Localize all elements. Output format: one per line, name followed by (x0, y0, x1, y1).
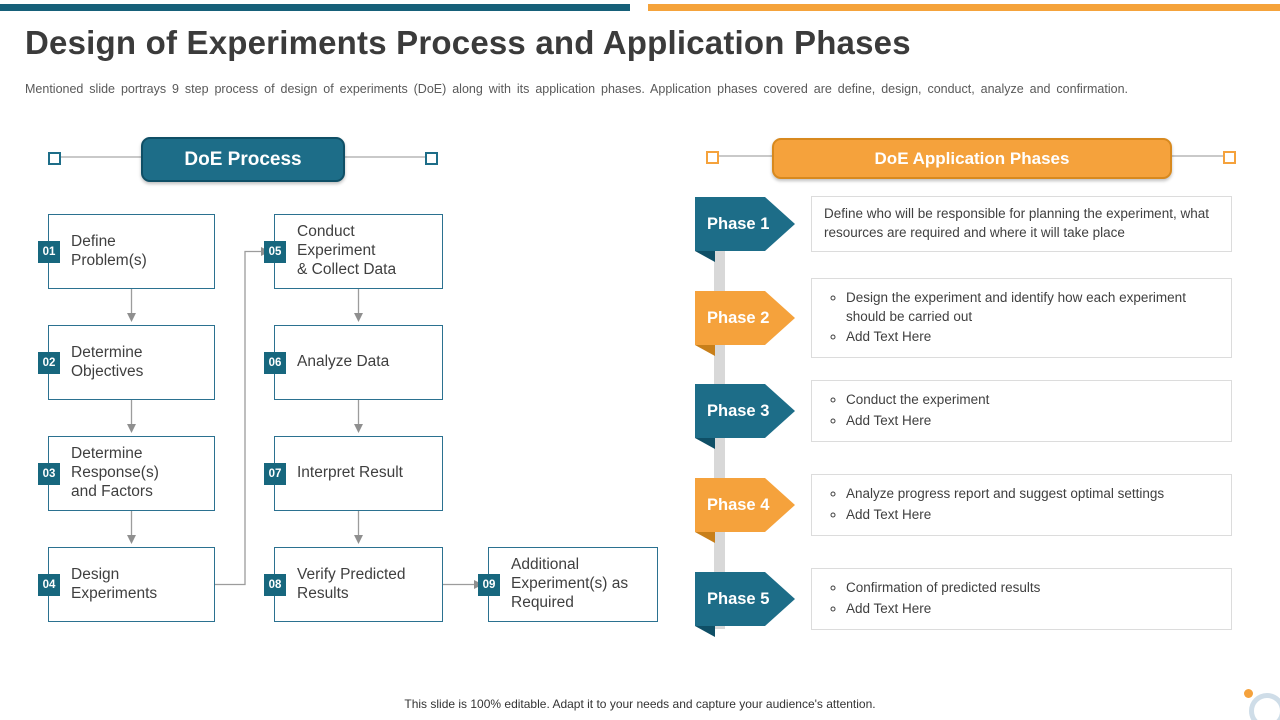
phase-row-3: Phase 3 Conduct the experiment Add Text … (695, 375, 1232, 449)
step-number-badge: 09 (478, 573, 500, 596)
phase-label: Phase 2 (707, 309, 770, 327)
decorative-dot-icon (1244, 689, 1253, 698)
process-step-8: 08 Verify Predicted Results (264, 547, 443, 622)
step-label: Interpret Result (297, 464, 403, 482)
phase-bullet: Add Text Here (846, 328, 1219, 347)
phase-description: Design the experiment and identify how e… (811, 277, 1232, 359)
step-label: Design Experiments (71, 565, 158, 602)
step-number-badge: 05 (264, 240, 286, 263)
phase-row-5: Phase 5 Confirmation of predicted result… (695, 563, 1232, 637)
page-title: Design of Experiments Process and Applic… (25, 24, 911, 61)
step-label: Define Problem(s) (71, 232, 147, 269)
phase-description: Confirmation of predicted results Add Te… (811, 568, 1232, 630)
step-number-badge: 06 (264, 351, 286, 374)
phase-bullet: Add Text Here (846, 600, 1219, 619)
step-number-badge: 01 (38, 240, 60, 263)
line-end-square (425, 152, 438, 165)
phase-ribbon: Phase 5 (695, 572, 795, 637)
phase-description: Define who will be responsible for plann… (811, 196, 1232, 252)
editable-note: This slide is 100% editable. Adapt it to… (404, 697, 876, 711)
phases-header: DoE Application Phases (772, 138, 1172, 179)
line-end-square (1223, 151, 1236, 164)
phase-row-4: Phase 4 Analyze progress report and sugg… (695, 469, 1232, 543)
ribbon-fold (695, 345, 715, 356)
slide-subtitle: Mentioned slide portrays 9 step process … (25, 82, 1128, 96)
phase-bullet: Conduct the experiment (846, 391, 1219, 410)
step-label: Additional Experiment(s) as Required (511, 556, 629, 611)
step-label: Analyze Data (297, 353, 390, 371)
phase-bullet: Analyze progress report and suggest opti… (846, 485, 1219, 504)
process-step-3: 03 Determine Response(s) and Factors (38, 436, 215, 511)
process-step-4: 04 Design Experiments (38, 547, 215, 622)
phase-ribbon: Phase 4 (695, 478, 795, 543)
phase-label: Phase 3 (707, 402, 770, 420)
decorative-ring-icon (1249, 693, 1280, 720)
step-label: Conduct Experiment & Collect Data (297, 223, 397, 278)
process-header: DoE Process (141, 137, 345, 182)
ribbon-fold (695, 251, 715, 262)
step-number-badge: 08 (264, 573, 286, 596)
process-step-9: 09 Additional Experiment(s) as Required (478, 547, 658, 622)
line-end-square (48, 152, 61, 165)
process-step-6: 06 Analyze Data (264, 325, 443, 400)
ribbon-fold (695, 626, 715, 637)
phase-ribbon: Phase 1 (695, 197, 795, 262)
phase-ribbon: Phase 3 (695, 384, 795, 449)
step-label: Verify Predicted Results (297, 565, 406, 602)
phase-row-1: Phase 1 Define who will be responsible f… (695, 188, 1232, 262)
ribbon-fold (695, 438, 715, 449)
phase-row-2: Phase 2 Design the experiment and identi… (695, 277, 1232, 359)
step-number-badge: 02 (38, 351, 60, 374)
step-number-badge: 03 (38, 462, 60, 485)
phases-header-label: DoE Application Phases (874, 148, 1070, 168)
process-step-2: 02 Determine Objectives (38, 325, 215, 400)
step-number-badge: 07 (264, 462, 286, 485)
phase-label: Phase 4 (707, 496, 770, 514)
line-end-square (706, 151, 719, 164)
top-accent-bar-teal (0, 4, 630, 11)
process-step-7: 07 Interpret Result (264, 436, 443, 511)
phase-bullet: Confirmation of predicted results (846, 579, 1219, 598)
step-number-badge: 04 (38, 573, 60, 596)
ribbon-fold (695, 532, 715, 543)
phase-label: Phase 1 (707, 215, 770, 233)
process-step-1: 01 Define Problem(s) (38, 214, 215, 289)
process-step-5: 05 Conduct Experiment & Collect Data (264, 214, 443, 289)
phase-bullet: Add Text Here (846, 412, 1219, 431)
phase-description-text: Define who will be responsible for plann… (824, 206, 1209, 240)
phase-bullet: Add Text Here (846, 506, 1219, 525)
phase-bullet: Design the experiment and identify how e… (846, 289, 1219, 327)
phase-ribbon: Phase 2 (695, 291, 795, 356)
process-header-label: DoE Process (184, 148, 302, 170)
step-label: Determine Response(s) and Factors (71, 445, 159, 500)
phase-label: Phase 5 (707, 590, 770, 608)
top-accent-bar-orange (648, 4, 1280, 11)
phase-description: Analyze progress report and suggest opti… (811, 474, 1232, 536)
phase-description: Conduct the experiment Add Text Here (811, 380, 1232, 442)
step-label: Determine Objectives (71, 343, 144, 380)
